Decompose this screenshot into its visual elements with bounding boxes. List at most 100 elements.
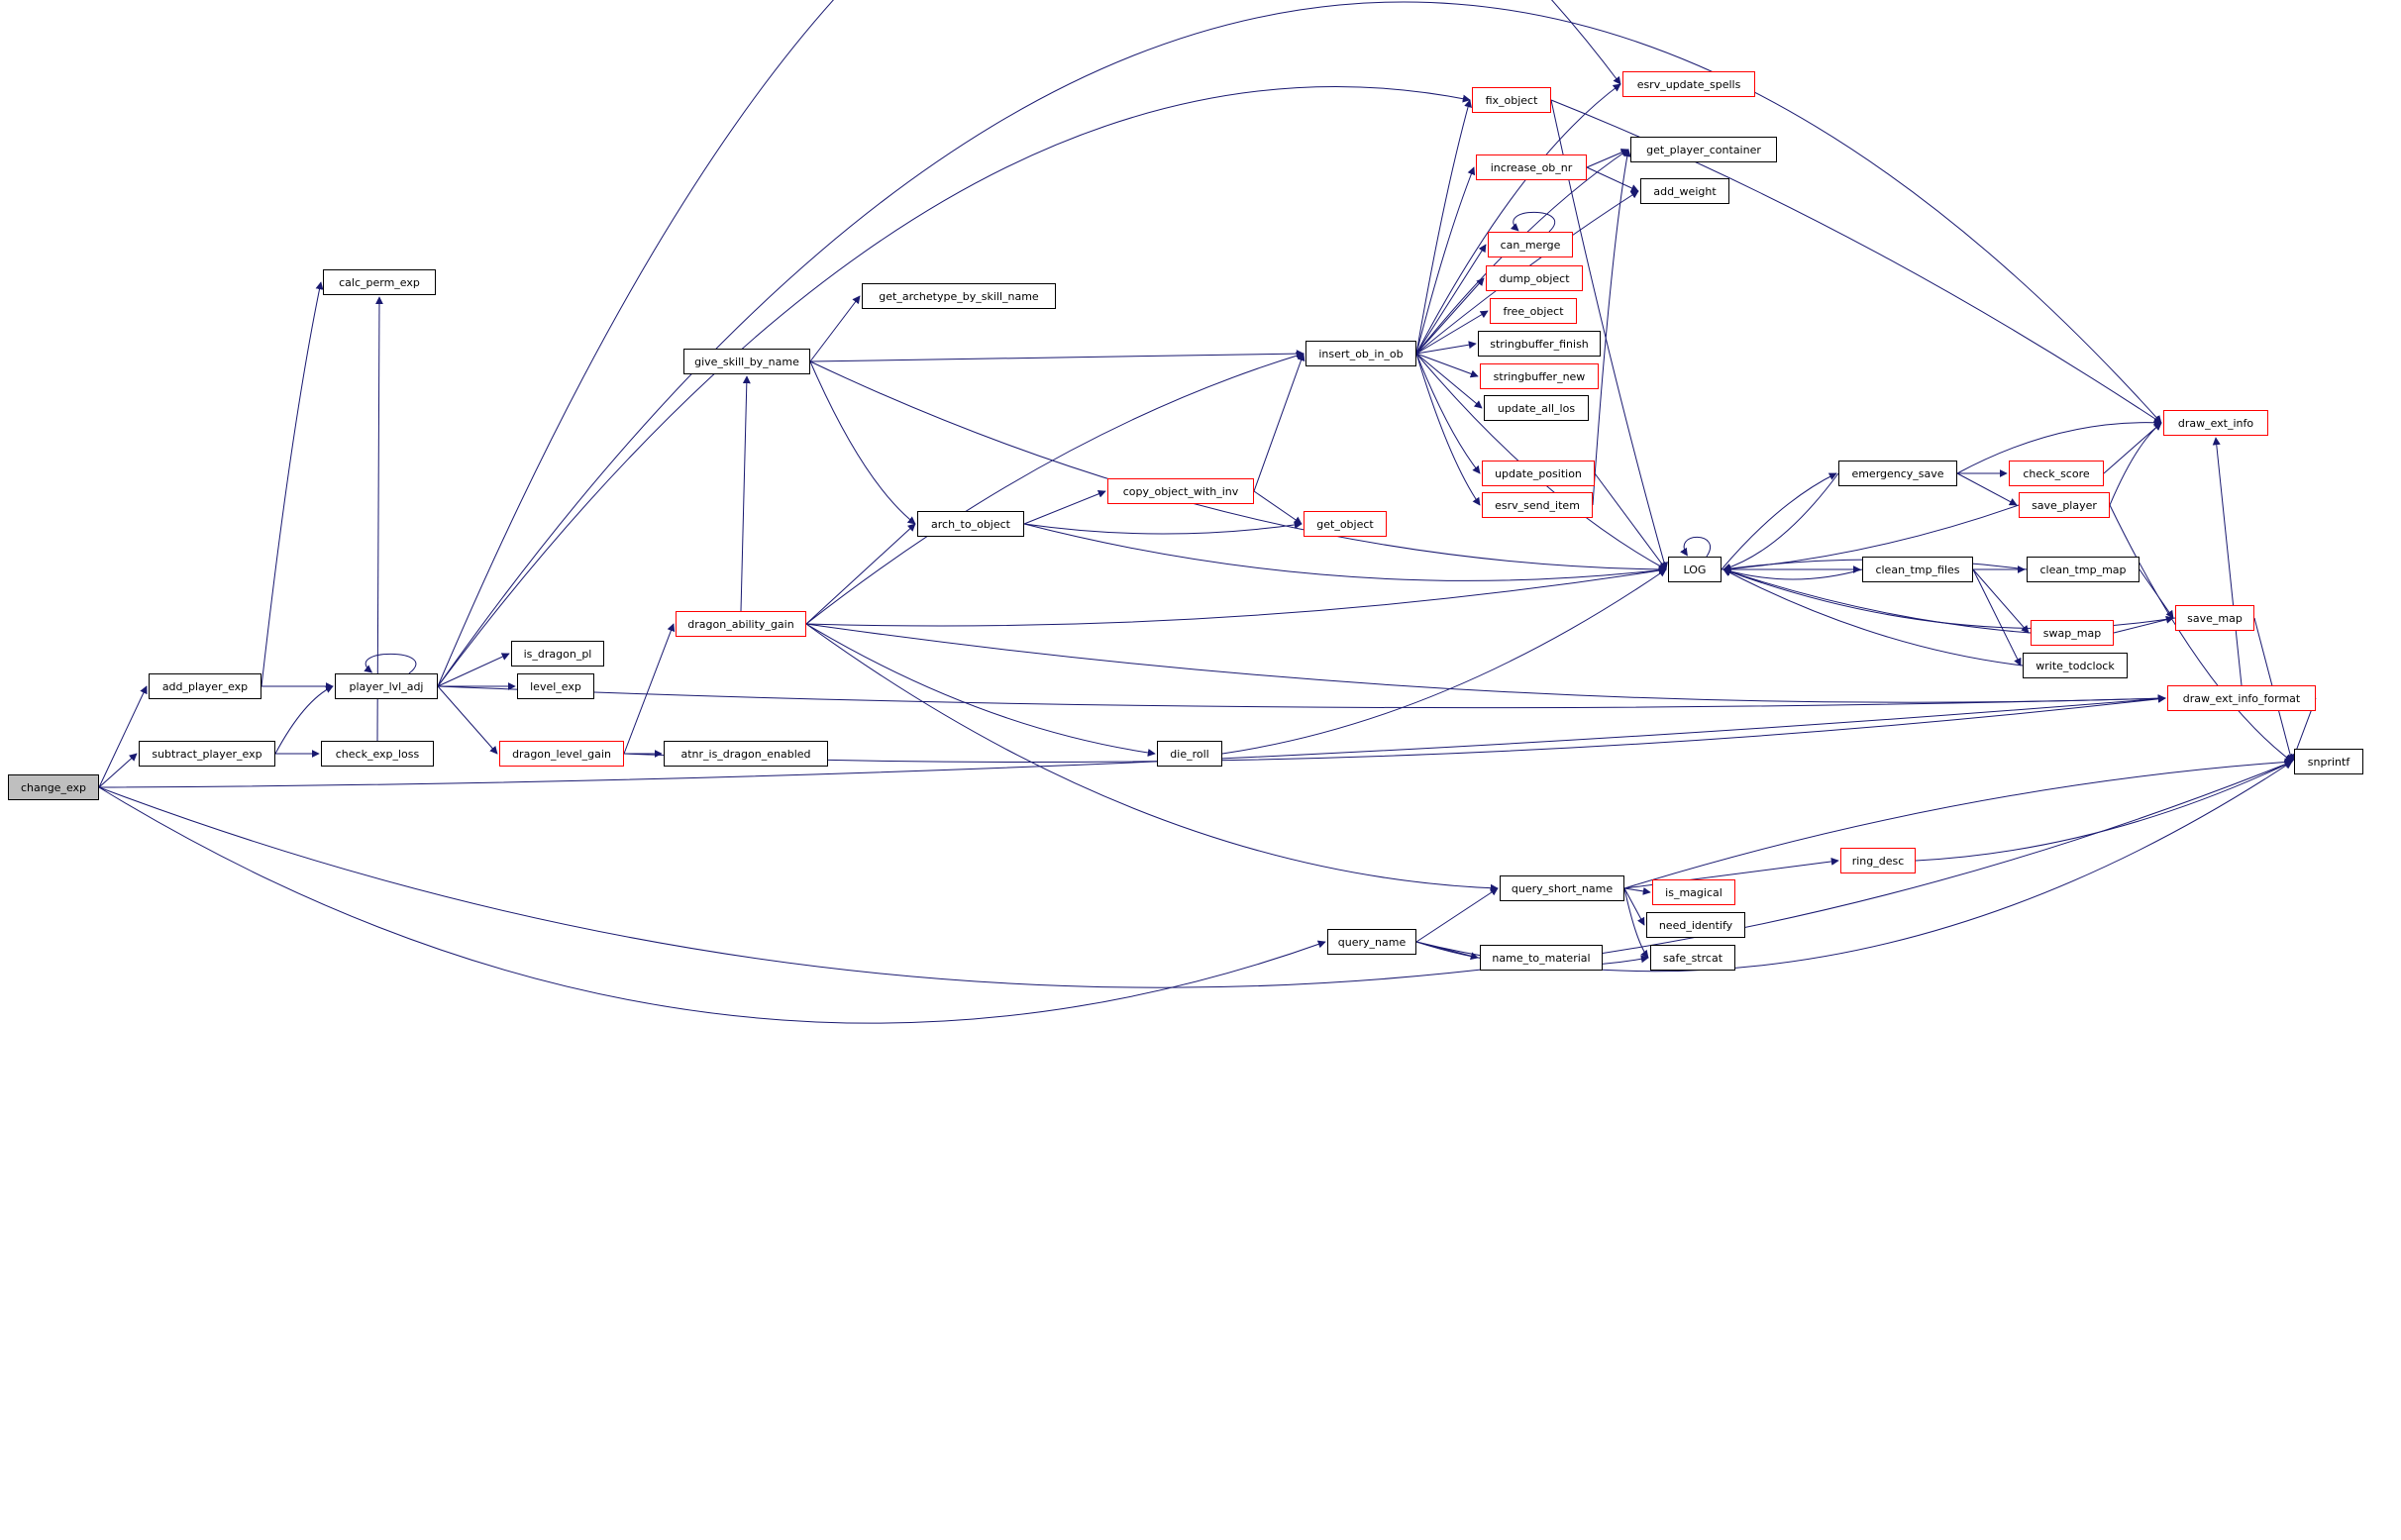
node-dump_object[interactable]: dump_object [1486, 265, 1583, 291]
node-level_exp[interactable]: level_exp [517, 673, 594, 699]
node-snprintf[interactable]: snprintf [2294, 749, 2363, 774]
node-esrv_update_spells[interactable]: esrv_update_spells [1622, 71, 1755, 97]
edge-arch_to_object-copy_object_with_inv [1023, 489, 1106, 525]
node-add_weight[interactable]: add_weight [1640, 178, 1729, 204]
edge-player_lvl_adj-player_lvl_adj [364, 653, 417, 674]
edge-insert_ob_in_ob-increase_ob_nr [1415, 166, 1476, 355]
edge-insert_ob_in_ob-update_all_los [1415, 353, 1483, 409]
edge-arch_to_object-LOG [1023, 523, 1667, 581]
node-copy_object_with_inv[interactable]: copy_object_with_inv [1107, 478, 1254, 504]
edge-swap_map-save_map [2113, 615, 2174, 634]
edge-give_skill_by_name-arch_to_object [809, 360, 916, 525]
node-check_exp_loss[interactable]: check_exp_loss [321, 741, 434, 767]
node-subtract_player_exp[interactable]: subtract_player_exp [139, 741, 275, 767]
edge-dragon_ability_gain-draw_ext_info_format [805, 623, 2166, 703]
node-player_lvl_adj[interactable]: player_lvl_adj [335, 673, 438, 699]
node-insert_ob_in_ob[interactable]: insert_ob_in_ob [1305, 341, 1416, 366]
edge-esrv_send_item-get_player_container [1592, 149, 1631, 506]
node-is_dragon_pl[interactable]: is_dragon_pl [511, 641, 604, 667]
edge-clean_tmp_map-save_map [2139, 568, 2174, 619]
node-stringbuffer_new[interactable]: stringbuffer_new [1480, 363, 1599, 389]
edge-insert_ob_in_ob-esrv_send_item [1415, 353, 1481, 506]
node-clean_tmp_files[interactable]: clean_tmp_files [1862, 557, 1973, 582]
node-name_to_material[interactable]: name_to_material [1480, 945, 1603, 971]
edge-give_skill_by_name-insert_ob_in_ob [809, 350, 1305, 362]
edge-player_lvl_adj-draw_ext_info_format [437, 685, 2166, 709]
node-dragon_level_gain[interactable]: dragon_level_gain [499, 741, 624, 767]
node-get_object[interactable]: get_object [1304, 511, 1387, 537]
node-can_merge[interactable]: can_merge [1488, 232, 1573, 257]
edge-dragon_ability_gain-insert_ob_in_ob [805, 352, 1305, 625]
node-give_skill_by_name[interactable]: give_skill_by_name [683, 349, 810, 374]
node-check_score[interactable]: check_score [2009, 461, 2104, 486]
edge-player_lvl_adj-is_dragon_pl [437, 653, 510, 687]
edge-insert_ob_in_ob-free_object [1415, 310, 1489, 355]
edge-change_exp-add_player_exp [98, 685, 148, 788]
edge-can_merge-can_merge [1510, 211, 1556, 233]
edge-insert_ob_in_ob-stringbuffer_finish [1415, 341, 1477, 355]
node-get_player_container[interactable]: get_player_container [1630, 137, 1777, 162]
edge-query_short_name-ring_desc [1623, 857, 1839, 889]
node-save_player[interactable]: save_player [2019, 492, 2110, 518]
edge-dragon_ability_gain-LOG [805, 566, 1667, 627]
node-clean_tmp_map[interactable]: clean_tmp_map [2027, 557, 2140, 582]
edge-query_short_name-is_magical [1623, 886, 1651, 895]
edge-clean_tmp_files-swap_map [1972, 568, 2030, 634]
node-die_roll[interactable]: die_roll [1157, 741, 1222, 767]
node-query_short_name[interactable]: query_short_name [1500, 875, 1624, 901]
edge-subtract_player_exp-player_lvl_adj [274, 685, 334, 755]
node-emergency_save[interactable]: emergency_save [1838, 461, 1957, 486]
edge-write_todclock-LOG [1722, 568, 2024, 667]
node-stringbuffer_finish[interactable]: stringbuffer_finish [1478, 331, 1601, 357]
node-is_magical[interactable]: is_magical [1652, 879, 1735, 905]
node-arch_to_object[interactable]: arch_to_object [917, 511, 1024, 537]
node-need_identify[interactable]: need_identify [1646, 912, 1745, 938]
node-update_position[interactable]: update_position [1482, 461, 1595, 486]
node-draw_ext_info_format[interactable]: draw_ext_info_format [2167, 685, 2316, 711]
node-ring_desc[interactable]: ring_desc [1840, 848, 1916, 873]
node-add_player_exp[interactable]: add_player_exp [149, 673, 261, 699]
node-atnr_is_dragon_enabled[interactable]: atnr_is_dragon_enabled [664, 741, 828, 767]
node-dragon_ability_gain[interactable]: dragon_ability_gain [676, 611, 806, 637]
node-fix_object[interactable]: fix_object [1472, 87, 1551, 113]
node-write_todclock[interactable]: write_todclock [2023, 653, 2128, 678]
edge-give_skill_by_name-LOG [809, 360, 1667, 573]
edge-clean_tmp_files-write_todclock [1972, 568, 2022, 667]
node-update_all_los[interactable]: update_all_los [1484, 395, 1589, 421]
node-calc_perm_exp[interactable]: calc_perm_exp [323, 269, 436, 295]
node-safe_strcat[interactable]: safe_strcat [1650, 945, 1735, 971]
node-draw_ext_info[interactable]: draw_ext_info [2163, 410, 2268, 436]
node-change_exp[interactable]: change_exp [8, 774, 99, 800]
edge-player_lvl_adj-fix_object [437, 86, 1471, 687]
edge-query_short_name-safe_strcat [1623, 887, 1649, 959]
node-LOG[interactable]: LOG [1668, 557, 1722, 582]
edge-dragon_level_gain-draw_ext_info_format [623, 694, 2166, 764]
node-save_map[interactable]: save_map [2175, 605, 2254, 631]
edge-emergency_save-save_player [1956, 472, 2018, 506]
edge-player_lvl_adj-draw_ext_info [437, 1, 2162, 687]
node-increase_ob_nr[interactable]: increase_ob_nr [1476, 154, 1587, 180]
edge-save_player-draw_ext_info [2109, 422, 2162, 506]
node-get_archetype_by_skill_name[interactable]: get_archetype_by_skill_name [862, 283, 1056, 309]
node-query_name[interactable]: query_name [1327, 929, 1416, 955]
edge-change_exp-subtract_player_exp [98, 753, 138, 788]
edge-copy_object_with_inv-get_object [1253, 490, 1303, 525]
edge-query_name-query_short_name [1415, 887, 1499, 943]
edge-LOG-LOG [1680, 536, 1711, 558]
edge-arch_to_object-get_object [1023, 521, 1303, 535]
edge-change_exp-query_name [98, 786, 1326, 1024]
edge-clean_tmp_files-LOG [1722, 567, 1863, 580]
edge-query_short_name-need_identify [1623, 887, 1645, 926]
edge-change_exp-snprintf [98, 760, 2293, 988]
edge-update_position-LOG [1594, 472, 1667, 570]
node-free_object[interactable]: free_object [1490, 298, 1577, 324]
edge-insert_ob_in_ob-stringbuffer_new [1415, 353, 1479, 378]
node-esrv_send_item[interactable]: esrv_send_item [1482, 492, 1593, 518]
edge-insert_ob_in_ob-fix_object [1415, 99, 1472, 355]
edge-insert_ob_in_ob-dump_object [1415, 277, 1485, 355]
edge-dragon_ability_gain-give_skill_by_name [740, 375, 751, 612]
node-swap_map[interactable]: swap_map [2031, 620, 2114, 646]
edge-die_roll-LOG [1221, 568, 1667, 755]
edge-dragon_ability_gain-query_short_name [805, 623, 1499, 892]
